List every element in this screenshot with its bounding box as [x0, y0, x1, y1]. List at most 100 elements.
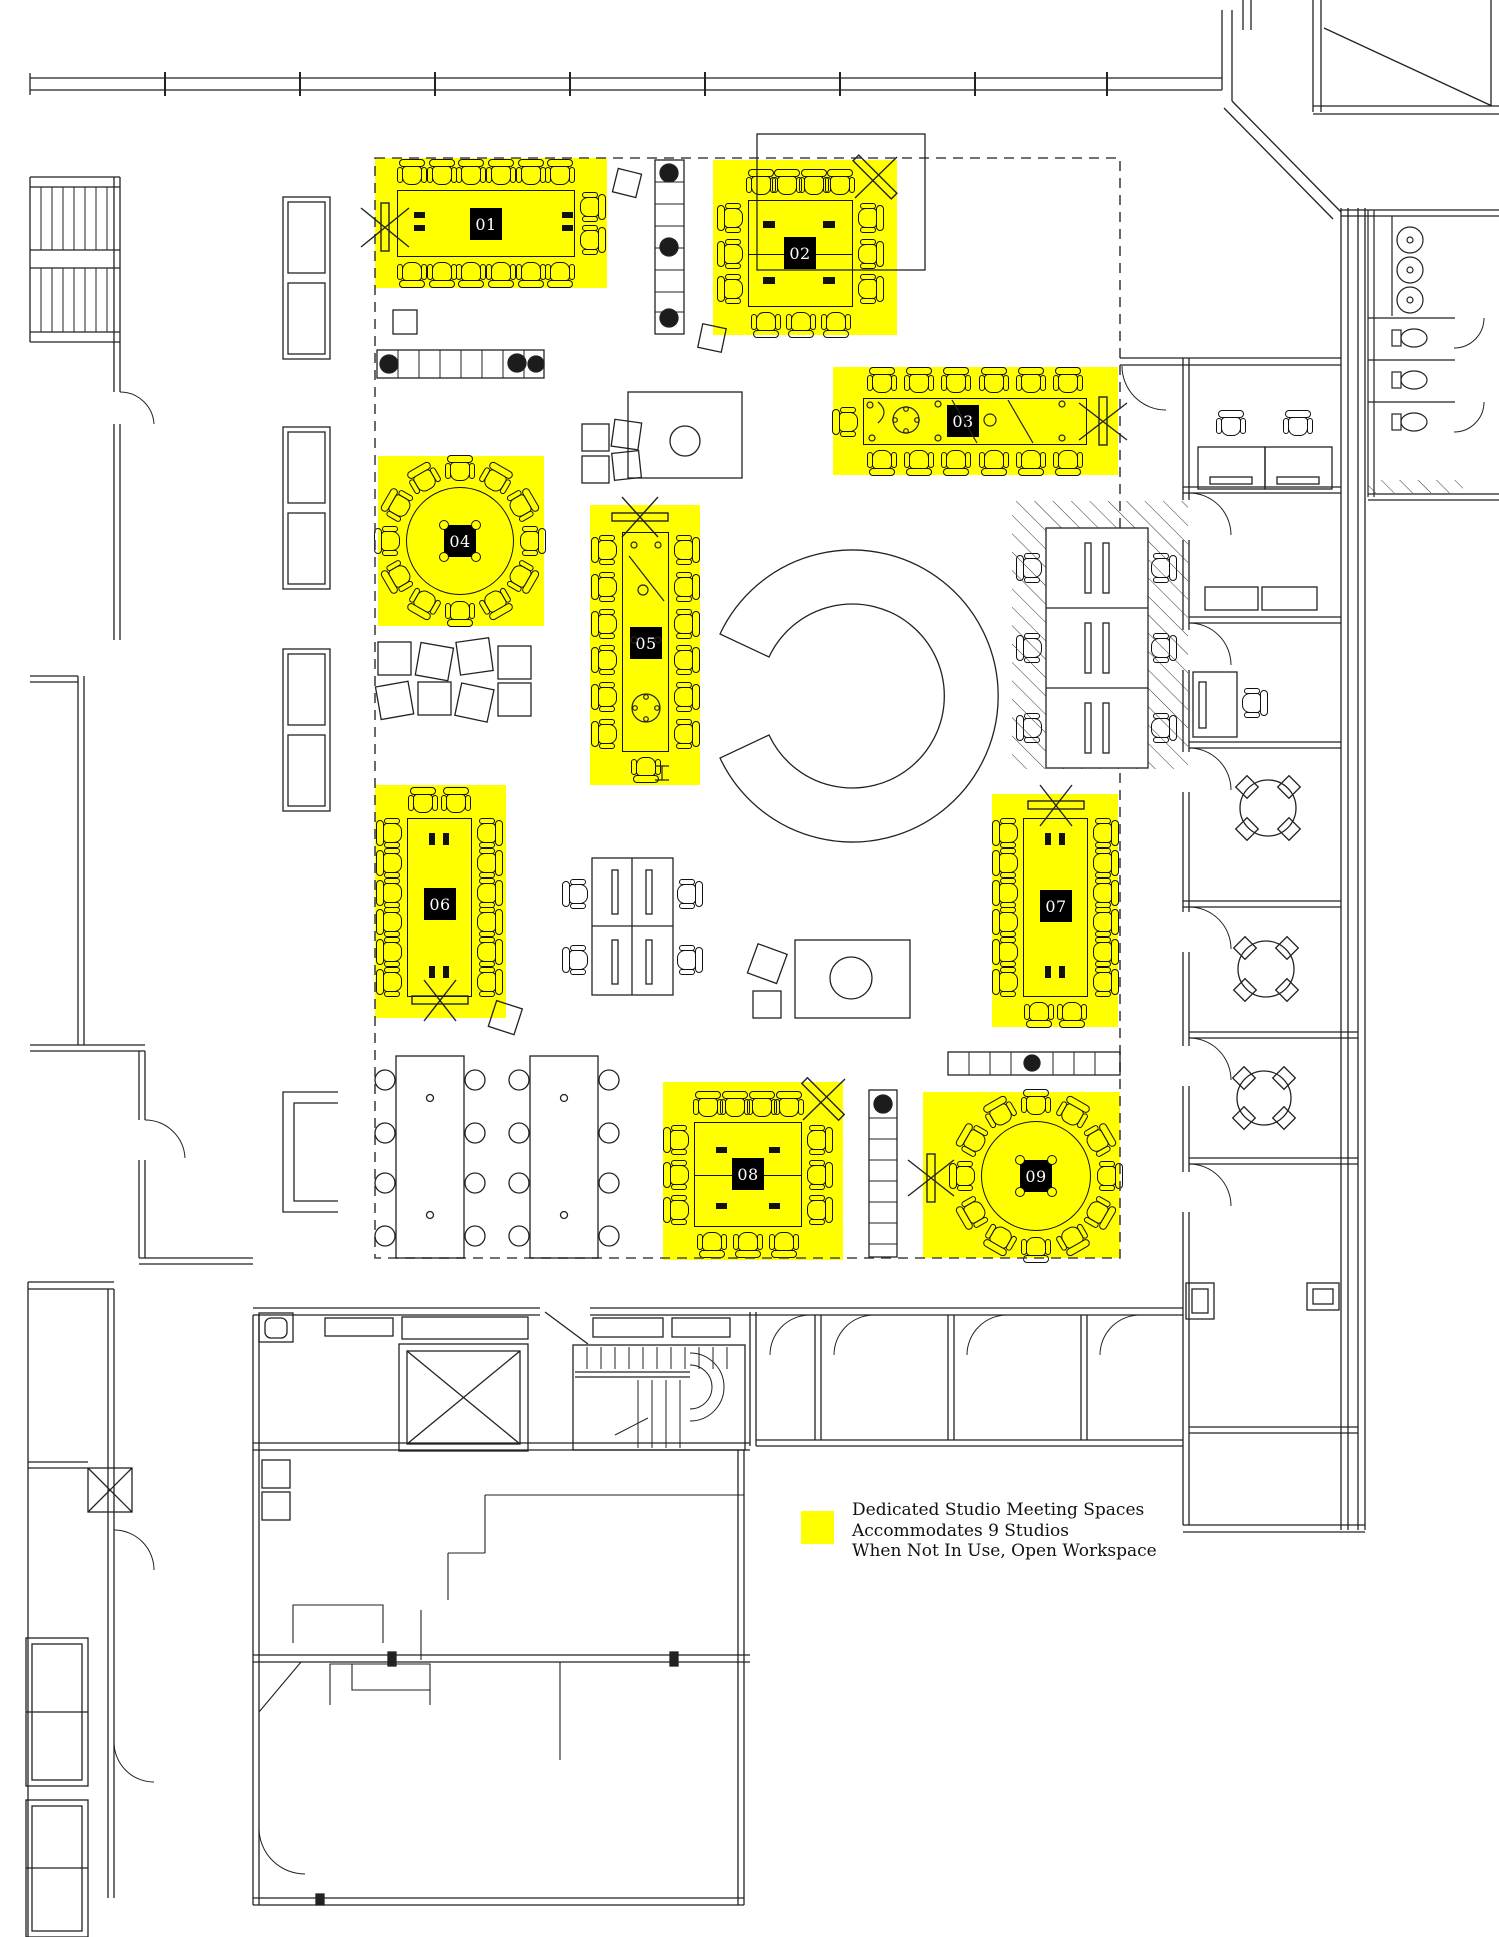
chair-icon [1239, 688, 1269, 718]
chair-icon [804, 1194, 834, 1225]
chair-icon [375, 817, 405, 848]
chair-icon [1148, 633, 1178, 663]
chair-icon [474, 967, 504, 998]
space-number-badge: 07 [1040, 890, 1072, 922]
chair-icon [396, 259, 427, 289]
chair-icon [866, 366, 897, 396]
chair-icon [697, 1229, 727, 1259]
toilet-icon [1400, 370, 1428, 390]
chair-icon [577, 191, 607, 222]
space-number-badge: 09 [1020, 1160, 1052, 1192]
chair-icon [373, 526, 403, 556]
chair-icon [692, 1090, 723, 1120]
space-number-badge: 06 [424, 888, 456, 920]
left-wing [25, 176, 338, 1937]
badge-corner-dot [1047, 1187, 1057, 1197]
chair-icon [733, 1229, 763, 1259]
chair-icon [671, 682, 701, 712]
chair-icon [545, 259, 576, 289]
chair-icon [855, 238, 885, 269]
planter-shelf [376, 349, 545, 379]
badge-corner-dot [439, 552, 449, 562]
badge-corner-dot [471, 520, 481, 530]
chair-icon [1015, 633, 1045, 663]
high-table [395, 1055, 465, 1259]
badge-corner-dot [1047, 1155, 1057, 1165]
side-table [627, 391, 743, 479]
sink-icon [1396, 256, 1424, 284]
bench [282, 648, 331, 812]
chair-icon [948, 1161, 978, 1191]
space-number-badge: 05 [630, 627, 662, 659]
chair-icon [1021, 1088, 1051, 1118]
toilet-icon [1400, 412, 1428, 432]
chair-icon [545, 158, 576, 188]
chair-icon [671, 572, 701, 602]
chair-icon [1090, 877, 1120, 908]
desk [1197, 446, 1266, 490]
chair-icon [1015, 713, 1045, 743]
chair-icon [1148, 553, 1178, 583]
desk-cluster [591, 857, 674, 996]
chair-icon [517, 526, 547, 556]
space-number-badge: 08 [732, 1158, 764, 1190]
chair-icon [1016, 366, 1046, 396]
chair-icon [590, 608, 620, 639]
chair-icon [855, 202, 885, 233]
chair-icon [590, 645, 620, 676]
credenza [1261, 586, 1318, 611]
chair-icon [445, 454, 475, 484]
chair-icon [716, 238, 746, 269]
bench [282, 426, 331, 590]
chair-icon [561, 945, 591, 975]
chair-icon [1216, 409, 1246, 439]
chair-icon [1094, 1161, 1124, 1191]
chair-icon [716, 274, 746, 305]
chair-icon [978, 366, 1009, 396]
chair-icon [426, 259, 457, 289]
chair-icon [375, 877, 405, 908]
chair-icon [991, 847, 1021, 878]
chair-icon [866, 447, 897, 477]
chair-icon [1283, 409, 1313, 439]
chair-icon [590, 718, 620, 749]
pouf [581, 423, 610, 452]
chair-icon [474, 937, 504, 968]
badge-corner-dot [1015, 1155, 1025, 1165]
bench [282, 196, 331, 360]
desk [1264, 446, 1333, 490]
chair-icon [978, 447, 1009, 477]
round-table [1237, 940, 1295, 998]
chair-icon [674, 945, 704, 975]
chair-icon [991, 937, 1021, 968]
chair-icon [1148, 713, 1178, 743]
chair-icon [515, 158, 546, 188]
legend-line-3: When Not In Use, Open Workspace [852, 1541, 1157, 1561]
badge-corner-dot [471, 552, 481, 562]
sink-icon [1396, 286, 1424, 314]
round-table [1236, 1070, 1292, 1126]
chair-icon [408, 786, 439, 816]
legend-swatch [801, 1511, 834, 1544]
badge-corner-dot [439, 520, 449, 530]
toilet-icon [1400, 328, 1428, 348]
chair-icon [1056, 999, 1087, 1029]
chair-icon [426, 158, 457, 188]
chair-icon [991, 817, 1021, 848]
chair-icon [769, 1229, 799, 1259]
chair-icon [941, 447, 972, 477]
chair-icon [671, 535, 701, 566]
chair-icon [804, 1124, 834, 1155]
chair-icon [561, 879, 591, 909]
chair-icon [474, 817, 504, 848]
chair-icon [991, 877, 1021, 908]
chair-icon [671, 645, 701, 676]
badge-corner-dot [1015, 1187, 1025, 1197]
chair-icon [474, 847, 504, 878]
pouf [377, 641, 412, 676]
space-number-badge: 03 [947, 405, 979, 437]
coffee-table [794, 939, 911, 1019]
planter-shelf [947, 1051, 1121, 1076]
power-grommets [414, 212, 1065, 1209]
chair-icon [662, 1159, 692, 1190]
